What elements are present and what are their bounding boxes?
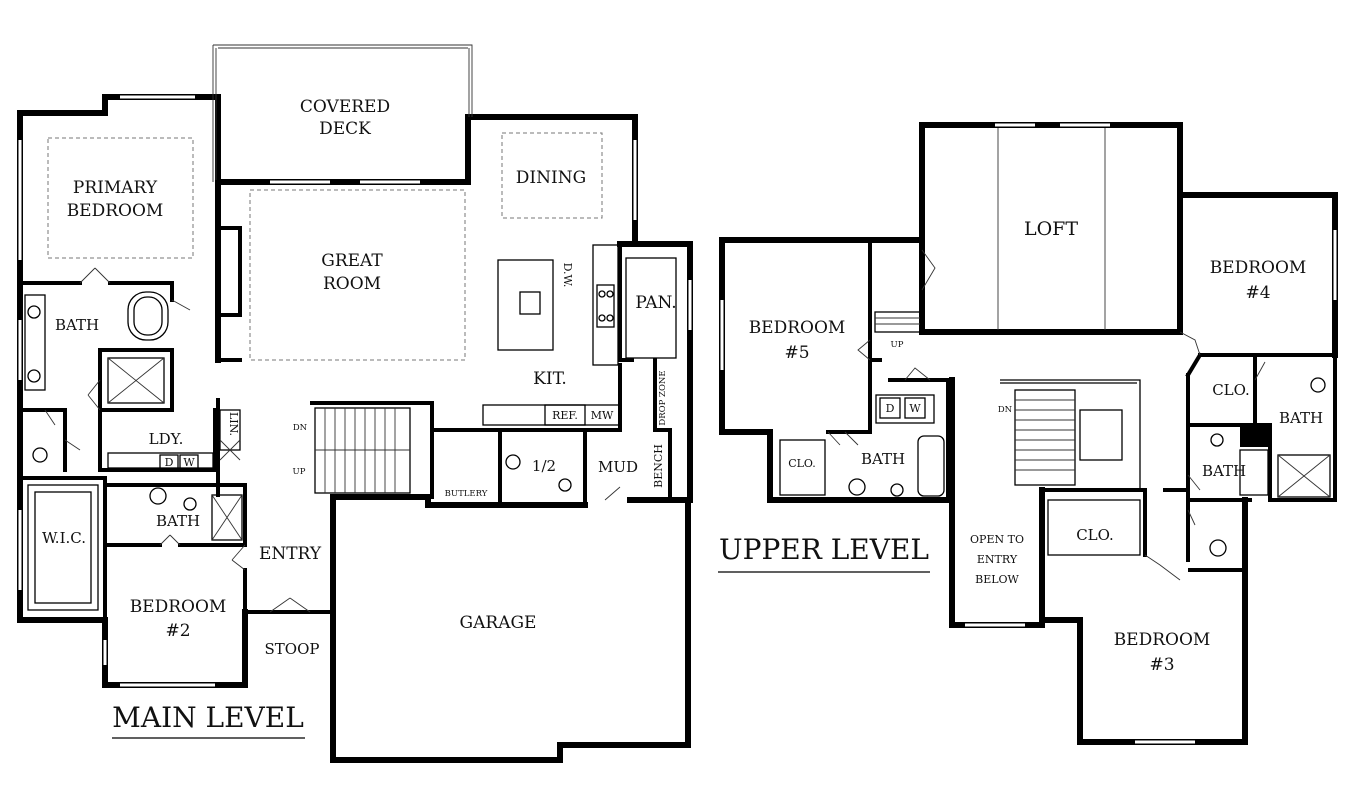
main-level-windows (18, 95, 692, 687)
label-bench: BENCH (652, 444, 665, 488)
label-main-stair-dn: DN (293, 423, 308, 433)
label-dining: DINING (516, 168, 586, 188)
label-laundry: LDY. (149, 430, 184, 448)
label-open-to-below-3: BELOW (975, 573, 1019, 586)
label-half-bath: 1/2 (532, 457, 556, 475)
label-open-to-below-1: OPEN TO (970, 533, 1024, 546)
label-butlery: BUTLERY (445, 489, 488, 499)
label-drop-zone: DROP ZONE (658, 370, 668, 425)
label-upper-stair-up: UP (891, 340, 904, 350)
label-entry: ENTRY (259, 544, 322, 564)
label-refrigerator: REF. (552, 409, 578, 422)
deck-rail (212, 44, 473, 182)
label-upper-bath-4: BATH (1279, 409, 1323, 427)
main-stairs (314, 407, 411, 494)
label-dishwasher: D.W. (561, 263, 574, 288)
label-bedroom-4-2: #4 (1245, 283, 1270, 303)
label-upper-washer: W (909, 402, 921, 415)
label-primary-bedroom-2: BEDROOM (67, 201, 164, 221)
label-main-stair-up: UP (293, 467, 306, 477)
kitchen-fixtures (482, 244, 677, 426)
label-kitchen: KIT. (533, 369, 567, 389)
label-closet-5: CLO. (788, 457, 816, 470)
label-pantry: PAN. (635, 293, 676, 313)
label-bedroom-2-1: BEDROOM (130, 597, 227, 617)
label-stoop: STOOP (265, 640, 320, 658)
upper-fixtures (779, 377, 1331, 557)
label-bedroom-4-1: BEDROOM (1210, 258, 1307, 278)
label-bedroom-3-1: BEDROOM (1114, 630, 1211, 650)
main-level-walls (17, 94, 693, 763)
label-washer: W (183, 456, 195, 469)
label-upper-stair-dn: DN (998, 405, 1013, 415)
label-closet-4: CLO. (1212, 381, 1250, 399)
bath-fixtures (24, 291, 572, 611)
label-primary-bath: BATH (55, 316, 99, 334)
label-microwave: MW (591, 409, 614, 422)
label-covered-deck-1: COVERED (300, 97, 390, 117)
label-wic: W.I.C. (42, 529, 86, 547)
label-bedroom-5-1: BEDROOM (749, 318, 846, 338)
label-bedroom-2-2: #2 (165, 621, 190, 641)
upper-bath-4-niche (1240, 425, 1268, 447)
main-level-title: MAIN LEVEL (112, 701, 304, 734)
label-bedroom-3-2: #3 (1149, 655, 1174, 675)
label-primary-bedroom-1: PRIMARY (73, 178, 158, 198)
label-great-room-2: ROOM (323, 274, 381, 294)
label-loft: LOFT (1024, 218, 1078, 240)
label-upper-bath-3: BATH (1202, 462, 1246, 480)
upper-doors (827, 249, 1266, 581)
label-closet-3: CLO. (1076, 526, 1114, 544)
label-dryer: D (165, 456, 174, 469)
upper-level-windows (720, 123, 1337, 744)
label-linen: LIN. (227, 412, 240, 436)
label-garage: GARAGE (460, 613, 537, 633)
label-bath-2: BATH (156, 512, 200, 530)
upper-level-title: UPPER LEVEL (719, 533, 929, 566)
label-upper-bath-shared: BATH (861, 450, 905, 468)
upper-stairs (874, 311, 1123, 486)
label-open-to-below-2: ENTRY (977, 553, 1018, 566)
label-bedroom-5-2: #5 (784, 343, 809, 363)
label-covered-deck-2: DECK (319, 119, 371, 139)
label-mud: MUD (598, 458, 638, 476)
label-upper-dryer: D (886, 402, 895, 415)
main-level-dashes (47, 132, 603, 361)
label-great-room-1: GREAT (321, 251, 383, 271)
main-doors (44, 267, 621, 613)
